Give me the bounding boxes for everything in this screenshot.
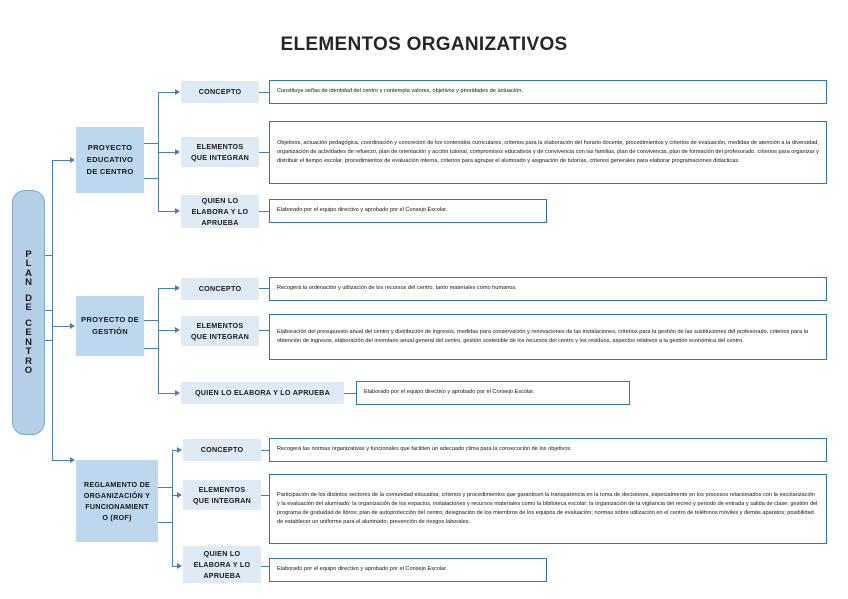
connector-arrow [175, 208, 180, 214]
text-box-concepto-3: Recogerá las normas organizativas y func… [269, 438, 827, 462]
text-content: Elaborado por el equipo directivo y apro… [364, 389, 535, 396]
spine-letter: R [25, 355, 32, 367]
connector-arrow [177, 492, 182, 498]
text-box-elementos-2: Elaboración del presupuesto anual del ce… [269, 314, 827, 360]
text-content: Objetivos, actuación pedagógica, coordin… [277, 139, 819, 165]
connector [259, 330, 270, 332]
label-box-quien-1[interactable]: QUIEN LO ELABORA Y LO APRUEBA [181, 195, 259, 228]
connector [172, 450, 180, 452]
connector [172, 450, 174, 567]
category-box-proyecto-de-gestion[interactable]: PROYECTO DE GESTIÓN [76, 296, 144, 356]
spine-letter: P [25, 248, 32, 260]
spine-letter: T [25, 346, 32, 357]
connector-arrow [175, 390, 180, 396]
connector [259, 152, 270, 154]
text-content: Elaboración del presupuesto anual del ce… [277, 328, 809, 344]
connector-arrow [177, 563, 182, 569]
connector-arrow [175, 327, 180, 333]
spine-letter: N [25, 336, 32, 348]
spine-letter: E [25, 302, 32, 313]
text-box-quien-3: Elaborado por el equipo directivo y apro… [269, 558, 547, 582]
connector [259, 288, 270, 290]
spine-letter: N [25, 277, 32, 288]
text-box-quien-1: Elaborado por el equipo directivo y apro… [269, 199, 547, 223]
connector [172, 495, 180, 497]
category-box-reglamento-de-organizacion-y-funcionamiento[interactable]: REGLAMENTO DE ORGANIZACIÓN Y FUNCIONAMIE… [76, 460, 158, 542]
connector [144, 348, 159, 350]
connector-arrow [177, 447, 182, 453]
connector [158, 288, 160, 394]
connector [261, 495, 270, 497]
text-box-concepto-1: Constituye señas de identidad del centro… [269, 80, 827, 104]
spine-letter: E [25, 327, 32, 338]
connector [158, 330, 178, 332]
connector [144, 178, 159, 180]
connector [158, 487, 173, 489]
label-box-concepto-3[interactable]: CONCEPTO [183, 439, 261, 461]
text-box-elementos-3: Participación de los distintos sectores … [269, 474, 827, 544]
text-content: Elaborado por el equipo directivo y apro… [277, 207, 448, 214]
text-box-quien-2: Elaborado por el equipo directivo y apro… [356, 381, 630, 405]
connector [172, 566, 180, 568]
connector [158, 522, 173, 524]
connector [144, 320, 159, 322]
connector [52, 460, 73, 462]
text-content: Recogerá la ordenación y utilización de … [277, 285, 517, 292]
spine-letter: O [24, 365, 33, 376]
connector [259, 92, 270, 94]
connector [45, 310, 53, 312]
connector [52, 326, 73, 328]
text-content: Participación de los distintos sectores … [277, 491, 818, 526]
label-box-concepto-1[interactable]: CONCEPTO [181, 81, 259, 103]
text-box-concepto-2: Recogerá la ordenación y utilización de … [269, 277, 827, 301]
connector-arrow [70, 157, 75, 163]
text-content: Elaborado por el equipo directivo y apro… [277, 566, 448, 573]
category-box-proyecto-educativo-de-centro[interactable]: PROYECTO EDUCATIVO DE CENTRO [76, 127, 144, 193]
spine-plan-de-centro: P L A N D E C E N T R O [12, 190, 45, 435]
spine-letter: L [25, 258, 32, 269]
spine-letter: A [25, 267, 32, 279]
connector-arrow [70, 457, 75, 463]
label-box-quien-3[interactable]: QUIEN LO ELABORA Y LO APRUEBA [183, 546, 261, 583]
connector [45, 340, 53, 342]
label-box-concepto-2[interactable]: CONCEPTO [181, 278, 259, 300]
label-box-elementos-2[interactable]: ELEMENTOS QUE INTEGRAN [181, 316, 259, 346]
connector-arrow [70, 323, 75, 329]
connector [45, 255, 53, 257]
spine-letter: C [25, 317, 32, 329]
label-box-quien-2[interactable]: QUIEN LO ELABORA Y LO APRUEBA [181, 382, 344, 404]
connector-arrow [175, 285, 180, 291]
label-box-elementos-3[interactable]: ELEMENTOS QUE INTEGRAN [183, 480, 261, 510]
connector [158, 393, 178, 395]
connector-arrow [175, 89, 180, 95]
connector [144, 143, 159, 145]
connector [52, 160, 73, 162]
connector [158, 288, 178, 290]
label-box-elementos-1[interactable]: ELEMENTOS QUE INTEGRAN [181, 137, 259, 167]
text-content: Recogerá las normas organizativas y func… [277, 446, 572, 453]
page-title: ELEMENTOS ORGANIZATIVOS [280, 34, 568, 55]
connector [261, 566, 270, 568]
text-box-elementos-1: Objetivos, actuación pedagógica, coordin… [269, 121, 827, 184]
connector [158, 152, 178, 154]
connector [344, 393, 357, 395]
connector-arrow [175, 149, 180, 155]
text-content: Constituye señas de identidad del centro… [277, 88, 523, 95]
connector [158, 211, 178, 213]
connector [158, 92, 178, 94]
spine-letter: D [25, 292, 32, 304]
connector [261, 450, 270, 452]
connector [259, 211, 270, 213]
